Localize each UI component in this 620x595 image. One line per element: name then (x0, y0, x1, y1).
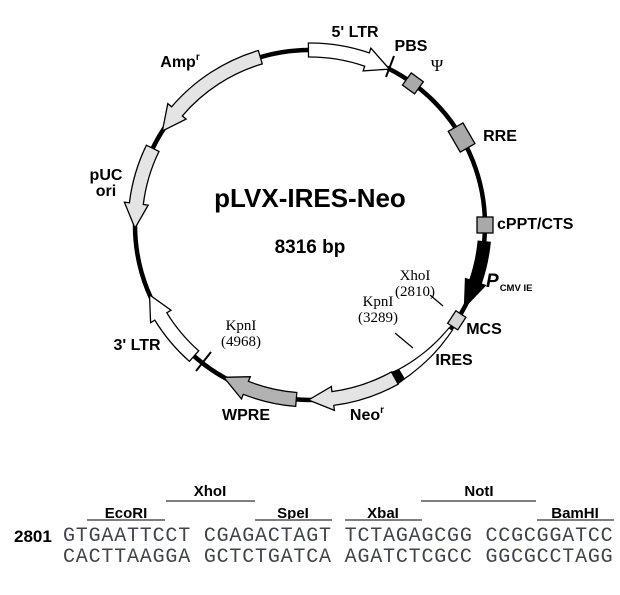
kpni-4968-tick (195, 351, 212, 372)
plasmid-size: 8316 bp (275, 237, 346, 258)
label-kpni-3289: KpnI(3289) (358, 294, 398, 326)
label-neo: Neor (350, 405, 384, 424)
label-amp: Ampr (160, 52, 200, 71)
plasmid-title: pLVX-IRES-Neo (214, 183, 406, 213)
label-wpre: WPRE (222, 407, 270, 424)
psi-box (401, 72, 425, 95)
enzyme-label-xhoi: XhoI (193, 483, 227, 500)
wpre-arrow (222, 376, 298, 408)
xhoi-2810-tick (429, 294, 444, 307)
bottom-strand-sequence: CACTTAAGGA GCTCTGATCA AGATCTCGCC GGCGCCT… (63, 546, 614, 569)
pbs-site-tick (385, 55, 395, 78)
neo-arrow (307, 371, 400, 412)
enzyme-underline-bamhi (537, 519, 614, 521)
enzyme-label-ecori: EcoRI (104, 505, 148, 522)
enzyme-label-noti: NotI (464, 483, 494, 500)
cppt-cts-box (476, 216, 494, 234)
top-strand-sequence: GTGAATTCCT CGAGACTAGT TCTAGAGCGG CCGCGGA… (63, 525, 614, 548)
pcmv-ie-arrow (463, 240, 491, 309)
label-pcmv-ie: PCMV IE (486, 271, 532, 294)
five-ltr-arrow (307, 42, 391, 72)
kpni-3289-tick (394, 332, 414, 349)
label-rre: RRE (483, 128, 517, 145)
mcs-box (446, 309, 467, 331)
label-mcs: MCS (466, 321, 502, 338)
enzyme-label-xbai: XbaI (367, 505, 399, 522)
label-ires: IRES (435, 352, 473, 369)
label-three-ltr: 3' LTR (113, 337, 161, 354)
enzyme-underline-ecori (87, 519, 165, 521)
three-ltr-arrow (148, 293, 200, 363)
enzyme-underline-noti (421, 500, 536, 502)
enzyme-underline-spei (255, 519, 332, 521)
label-pbs: PBS (395, 38, 428, 55)
enzyme-underline-xbai (345, 519, 422, 521)
label-psi: Ψ (431, 56, 444, 75)
enzyme-label-bamhi: BamHI (551, 505, 599, 522)
puc-ori-arrow (123, 144, 160, 230)
label-xhoi-2810: XhoI(2810) (395, 268, 435, 300)
enzyme-label-spei: SpeI (277, 505, 309, 522)
amp-arrow (161, 49, 264, 133)
sequence-position-label: 2801 (14, 527, 52, 546)
enzyme-underline-xhoi (166, 500, 255, 502)
rre-box (447, 121, 476, 154)
label-five-ltr: 5' LTR (331, 24, 379, 41)
label-cppt-cts: cPPT/CTS (497, 216, 574, 233)
label-kpni-4968: KpnI(4968) (221, 318, 261, 350)
